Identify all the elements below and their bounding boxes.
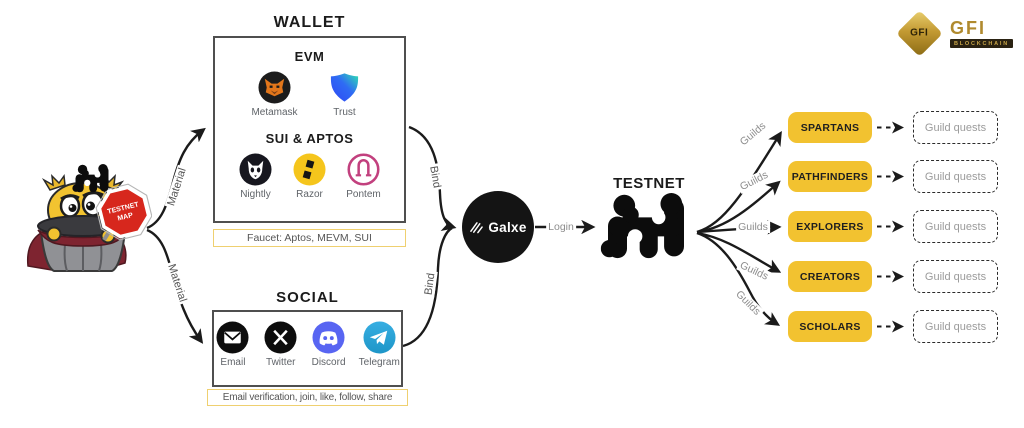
gfi-diamond-text: GFI (910, 27, 929, 39)
wallet-faucet-note: Faucet: Aptos, MEVM, SUI (213, 229, 406, 247)
twitter-label: Twitter (266, 357, 296, 368)
guild-quests-box-explorers: Guild quests (913, 210, 998, 243)
edge-label-material-bottom: Material (164, 260, 190, 306)
pontem-label: Pontem (346, 189, 381, 200)
pontem-icon (347, 153, 380, 186)
telegram-icon (363, 321, 396, 354)
discord-icon (312, 321, 345, 354)
gfi-diamond-logo: GFI (896, 10, 943, 57)
metamask-icon (258, 71, 291, 104)
galxe-label: Galxe (488, 219, 527, 235)
wallet-section-sui-aptos-heading: SUI & APTOS (265, 131, 354, 146)
gfi-brand-name: GFI (950, 18, 986, 38)
twitter-x-icon (264, 321, 297, 354)
guild-badge-spartans: SPARTANS (788, 112, 872, 143)
edge-label-guilds-5: Guilds (731, 286, 765, 320)
testnet-movement-logo (600, 193, 692, 269)
gfi-brand-subtitle: BLOCKCHAIN (950, 39, 1013, 48)
edge-label-bind-top: Bind (426, 163, 444, 191)
wallet-box: EVM Metamask Trust (213, 36, 406, 223)
mascot: TESTNET MAP (26, 173, 152, 272)
wallet-section-evm-heading: EVM (294, 49, 325, 64)
social-actions-note: Email verification, join, like, follow, … (207, 389, 408, 406)
social-title: SOCIAL (276, 289, 339, 306)
guild-quests-box-spartans: Guild quests (913, 111, 998, 144)
edge-label-bind-bottom: Bind (422, 270, 438, 298)
guild-badge-creators: CREATORS (788, 261, 872, 292)
email-icon (216, 321, 249, 354)
testnet-map-sign: TESTNET MAP (95, 183, 152, 241)
mascot-paw-left (46, 226, 62, 242)
guild-badge-scholars: SCHOLARS (788, 311, 872, 342)
discord-label: Discord (311, 357, 346, 368)
guild-quests-box-pathfinders: Guild quests (913, 160, 998, 193)
email-label: Email (220, 357, 246, 368)
nightly-label: Nightly (240, 189, 271, 200)
edge-label-guilds-2: Guilds (736, 167, 772, 195)
sign-line2: MAP (117, 212, 134, 223)
telegram-label: Telegram (358, 357, 400, 368)
trust-wallet-icon (330, 73, 359, 102)
guild-quests-box-creators: Guild quests (913, 260, 998, 293)
gfi-brand: GFI GFI BLOCKCHAIN (896, 10, 1013, 57)
edge-label-guilds-3: Guilds (736, 221, 770, 233)
metamask-label: Metamask (251, 107, 298, 118)
edge-label-guilds-4: Guilds (736, 258, 772, 284)
wallet-title: WALLET (273, 14, 346, 31)
guild-badge-explorers: EXPLORERS (788, 211, 872, 242)
razor-icon (293, 153, 326, 186)
movement-m-icon (72, 164, 112, 197)
edge-label-guilds-1: Guilds (736, 118, 770, 150)
guild-quests-box-scholars: Guild quests (913, 310, 998, 343)
razor-label: Razor (296, 189, 323, 200)
mascot-ear-left (41, 173, 66, 191)
nightly-icon (239, 153, 272, 186)
trust-label: Trust (333, 107, 356, 118)
testnet-title: TESTNET (613, 175, 685, 192)
galxe-node: Galxe (462, 191, 534, 263)
social-box: Email Twitter Discord (212, 310, 403, 387)
guild-badge-pathfinders: PATHFINDERS (788, 161, 872, 192)
edge-label-login: Login (546, 221, 576, 233)
edge-label-material-top: Material (164, 164, 190, 210)
galxe-logo-icon (470, 221, 484, 233)
